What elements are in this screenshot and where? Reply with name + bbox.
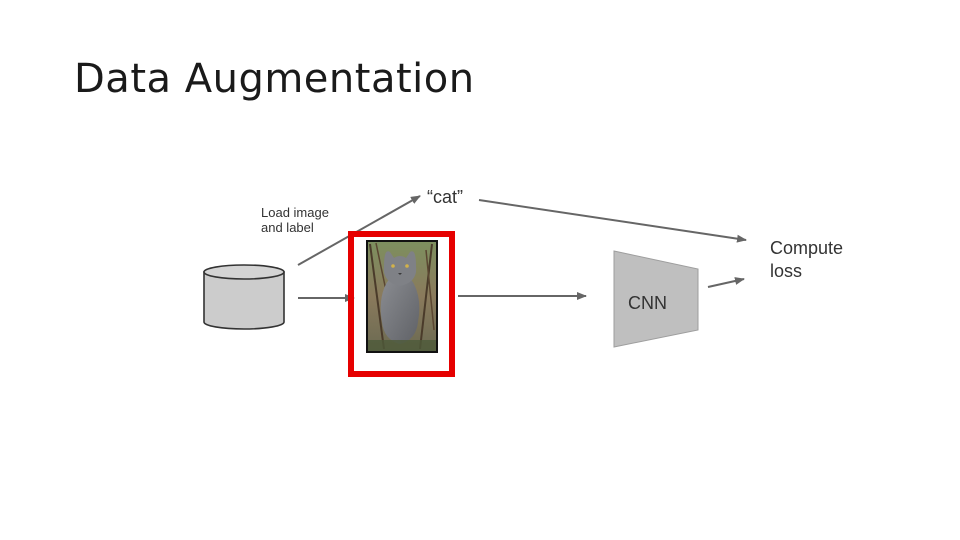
cnn-to-loss-arrow: [707, 277, 745, 288]
label-arrow: [297, 195, 421, 266]
augmentation-highlight-box: [348, 231, 455, 377]
loss-label-line1: Compute: [770, 238, 843, 258]
database-icon: [203, 264, 285, 330]
cat-image: [366, 240, 438, 353]
slide-title: Data Augmentation: [74, 56, 475, 102]
class-label-text: “cat”: [427, 187, 463, 207]
cnn-block: [613, 250, 699, 348]
label-to-loss-arrow: [478, 199, 747, 243]
cnn-label: CNN: [628, 293, 667, 313]
loss-label-line2: loss: [770, 261, 802, 281]
load-label-line2: and label: [261, 220, 314, 235]
load-label-line1: Load image: [261, 205, 329, 220]
